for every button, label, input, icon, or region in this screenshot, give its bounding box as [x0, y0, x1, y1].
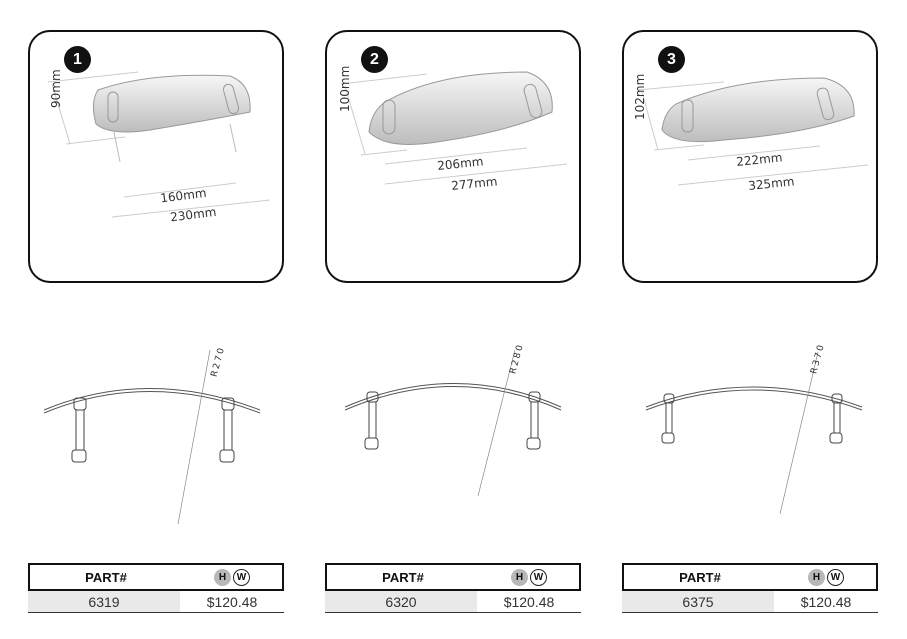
height-h-icon: H [214, 568, 231, 586]
product-number-badge: 2 [361, 46, 388, 73]
hw-icons: H W [776, 568, 876, 586]
table-header: PART# H W [325, 563, 581, 591]
windshield-dimension-drawing: 102mm 222mm 325mm [633, 74, 869, 193]
overall-width-dimension: 230mm [169, 205, 217, 225]
price: $120.48 [800, 594, 852, 610]
height-h-icon: H [511, 568, 528, 586]
table-row: 6319 $120.48 [28, 591, 284, 613]
part-table: PART# H W 6319 $120.48 [28, 563, 284, 613]
dimension-card: 90mm 160mm 230mm 1 [28, 30, 284, 283]
width-w-icon: W [233, 568, 250, 586]
height-dimension: 100mm [338, 66, 352, 112]
height-dimension: 102mm [633, 74, 647, 120]
windshield-profile-drawing: R270 [43, 345, 261, 525]
windshield-profile-drawing: R370 [645, 342, 863, 515]
height-dimension: 90mm [49, 69, 63, 108]
windshield-profile-drawing: R280 [344, 342, 562, 497]
table-row: 6375 $120.48 [622, 591, 878, 613]
dimension-card: 100mm 206mm 277mm 2 [325, 30, 581, 283]
hw-icons: H W [479, 568, 579, 586]
radius-label: R280 [508, 342, 526, 375]
height-h-icon: H [808, 568, 825, 586]
price: $120.48 [503, 594, 555, 610]
part-number: 6319 [28, 591, 180, 612]
product-column-2: 100mm 206mm 277mm 2 R280 PART# H W 6320 [325, 0, 585, 639]
overall-width-dimension: 325mm [748, 174, 796, 193]
windshield-dimension-drawing: 90mm 160mm 230mm [47, 69, 271, 225]
product-number-badge: 3 [658, 46, 685, 73]
part-number: 6320 [325, 591, 477, 612]
product-column-3: 102mm 222mm 325mm 3 R370 PART# H W 6375 [622, 0, 882, 639]
table-header: PART# H W [28, 563, 284, 591]
hw-icons: H W [182, 568, 282, 586]
dimension-card: 102mm 222mm 325mm 3 [622, 30, 878, 283]
mount-width-dimension: 160mm [160, 186, 208, 206]
overall-width-dimension: 277mm [451, 174, 499, 193]
table-row: 6320 $120.48 [325, 591, 581, 613]
width-w-icon: W [827, 568, 844, 586]
part-table: PART# H W 6320 $120.48 [325, 563, 581, 613]
product-column-1: 90mm 160mm 230mm 1 R270 PART# H W 6319 [28, 0, 288, 639]
mount-width-dimension: 206mm [437, 154, 485, 173]
part-header: PART# [85, 569, 127, 585]
radius-label: R270 [210, 345, 228, 378]
price: $120.48 [206, 594, 258, 610]
table-header: PART# H W [622, 563, 878, 591]
product-number-badge: 1 [64, 46, 91, 73]
part-header: PART# [382, 569, 424, 585]
part-header: PART# [679, 569, 721, 585]
windshield-dimension-drawing: 100mm 206mm 277mm [338, 66, 568, 193]
radius-label: R370 [809, 342, 827, 375]
part-number: 6375 [622, 591, 774, 612]
width-w-icon: W [530, 568, 547, 586]
mount-width-dimension: 222mm [736, 150, 784, 169]
part-table: PART# H W 6375 $120.48 [622, 563, 878, 613]
